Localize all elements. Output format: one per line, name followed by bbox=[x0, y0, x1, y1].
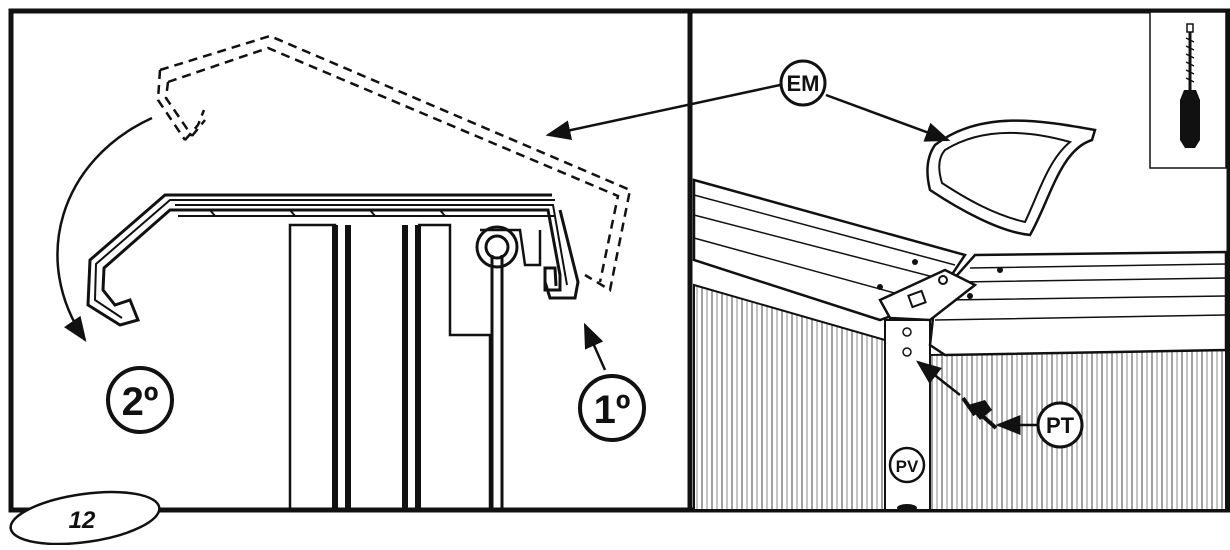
pool-wall-left bbox=[693, 283, 886, 511]
label-em: EM bbox=[779, 59, 827, 107]
page-number-badge: 12 bbox=[9, 490, 161, 546]
rotation-arrow bbox=[56, 116, 153, 343]
vertical-post bbox=[288, 223, 337, 512]
svg-text:PT: PT bbox=[1046, 413, 1075, 438]
right-panel-perspective: EM PT PV bbox=[692, 11, 1228, 512]
liner-bead bbox=[475, 225, 519, 269]
top-cap-piece bbox=[926, 119, 1097, 237]
outer-frame bbox=[8, 8, 1230, 513]
em-arrow-left bbox=[545, 83, 781, 141]
screwdriver-icon bbox=[1149, 11, 1227, 169]
step-badge-second: 2º bbox=[106, 366, 174, 434]
svg-text:2º: 2º bbox=[122, 380, 159, 424]
solid-cap-profile bbox=[86, 193, 562, 327]
screw-icon bbox=[961, 396, 998, 430]
screw-arrow bbox=[916, 360, 961, 396]
label-pt: PT bbox=[1036, 401, 1084, 449]
svg-text:PV: PV bbox=[896, 457, 919, 476]
svg-text:1º: 1º bbox=[594, 388, 631, 432]
step-badge-first: 1º bbox=[578, 374, 646, 442]
svg-text:12: 12 bbox=[69, 507, 96, 534]
connector-plate bbox=[878, 268, 978, 322]
svg-text:EM: EM bbox=[787, 71, 820, 96]
dashed-profile-ghost bbox=[156, 34, 632, 292]
em-arrow-right bbox=[825, 93, 951, 142]
push-arrow bbox=[583, 322, 607, 371]
left-panel-cross-section: 2º 1º bbox=[56, 34, 781, 512]
label-pv: PV bbox=[888, 446, 926, 484]
right-hook bbox=[543, 209, 580, 300]
